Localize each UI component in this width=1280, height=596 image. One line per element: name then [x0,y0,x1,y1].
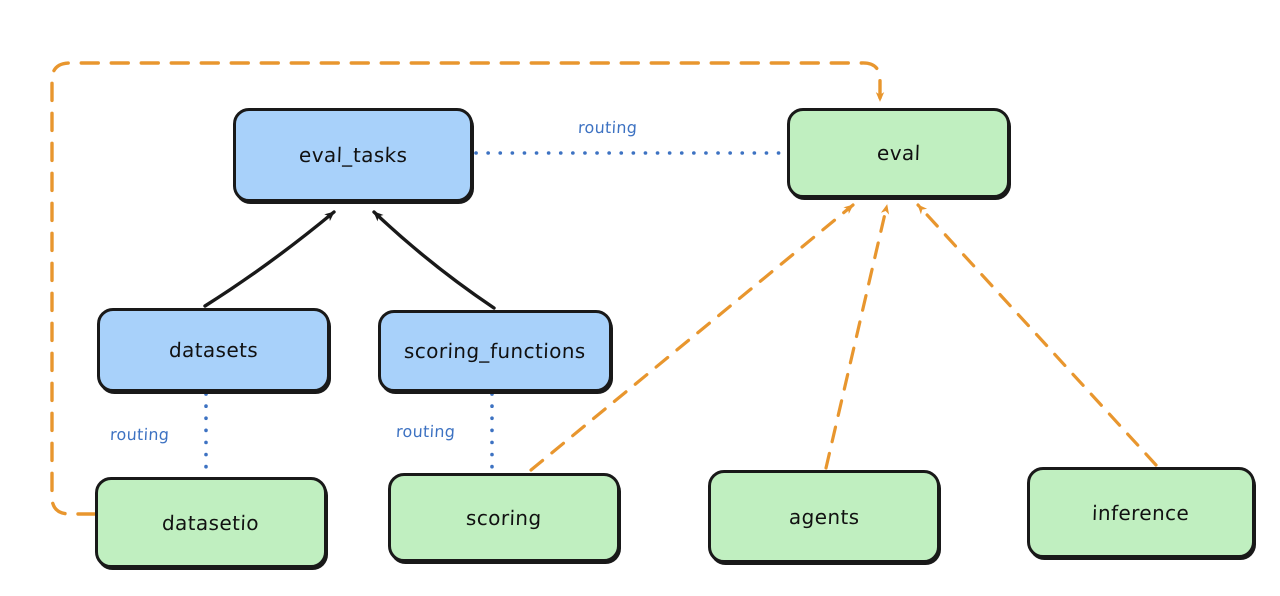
node-label: inference [1091,500,1191,525]
edge-label-routing-datasets-datasetio: routing [109,425,170,444]
edge-datasets-eval_tasks [203,210,336,308]
node-eval-tasks[interactable]: eval_tasks [233,108,473,202]
node-inference[interactable]: inference [1027,467,1255,558]
node-datasets[interactable]: datasets [97,308,330,392]
edge-label-routing-scoring-functions-scoring: routing [395,422,456,441]
edge-scoring_functions-eval_tasks [372,210,496,310]
node-label: eval_tasks [298,143,408,167]
node-datasetio[interactable]: datasetio [95,477,327,568]
node-label: scoring [465,505,543,530]
node-label: scoring_functions [403,339,587,363]
node-label: agents [788,504,860,529]
node-label: datasets [168,338,259,362]
edge-label-routing-eval-tasks-eval: routing [577,118,638,137]
node-label: eval [876,141,921,165]
node-label: datasetio [162,510,260,535]
edge-agents-eval [824,203,890,470]
node-scoring-functions[interactable]: scoring_functions [378,310,612,392]
node-agents[interactable]: agents [708,470,940,563]
node-eval[interactable]: eval [787,108,1010,198]
edge-inference-eval [916,203,1158,467]
node-scoring[interactable]: scoring [388,473,620,562]
